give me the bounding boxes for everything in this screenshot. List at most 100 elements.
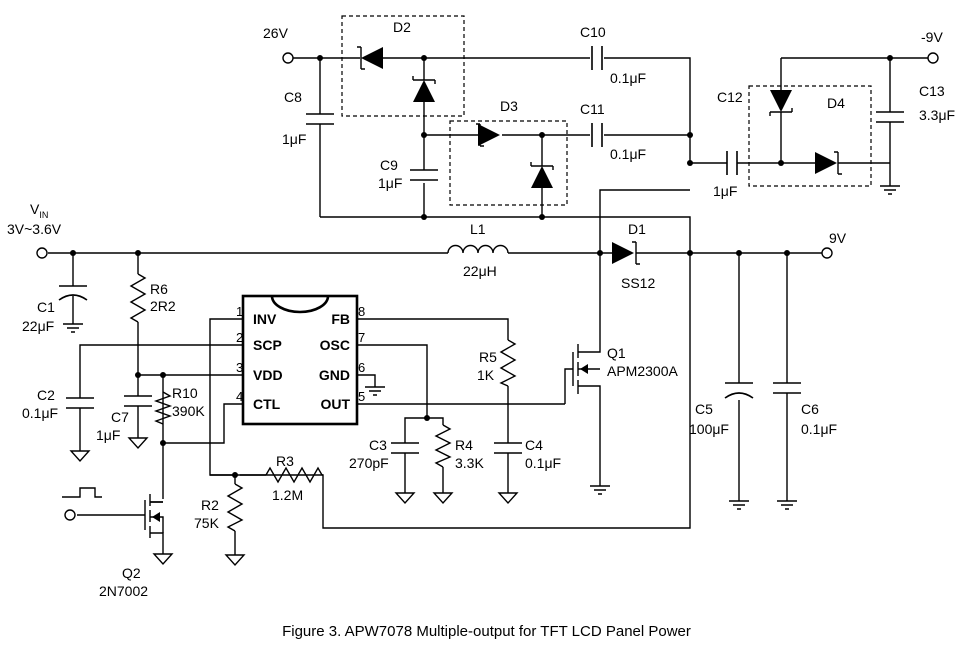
vin-subscript-text: IN bbox=[39, 210, 48, 220]
ic-pin-name: FB bbox=[331, 311, 350, 327]
ic-pin-name: INV bbox=[253, 311, 277, 327]
c1-symbol bbox=[58, 285, 88, 301]
c3-ground bbox=[395, 486, 415, 504]
c12-label: C12 bbox=[717, 89, 743, 105]
c10-label: C10 bbox=[580, 24, 606, 40]
r4-label: R4 bbox=[455, 437, 473, 453]
q1-value: APM2300A bbox=[607, 363, 678, 379]
c8-symbol bbox=[306, 113, 334, 125]
q2-ground bbox=[153, 547, 173, 565]
r5-value: 1K bbox=[477, 367, 495, 383]
c10-value: 0.1μF bbox=[610, 70, 646, 86]
c5-label: C5 bbox=[695, 401, 713, 417]
c6-symbol bbox=[773, 382, 801, 394]
c9-label: C9 bbox=[380, 157, 398, 173]
c10-symbol bbox=[591, 46, 603, 70]
d4-diode-v bbox=[769, 90, 793, 116]
d2-label: D2 bbox=[393, 19, 411, 35]
d3-diode-h bbox=[476, 123, 500, 147]
d3-diode-v bbox=[530, 162, 554, 188]
r6-symbol bbox=[129, 273, 147, 323]
c5-value: 100μF bbox=[689, 421, 729, 437]
r10-symbol bbox=[153, 391, 173, 425]
c8-value: 1μF bbox=[282, 131, 306, 147]
ic-pin-number: 8 bbox=[358, 304, 365, 319]
port-9v-label: 9V bbox=[829, 230, 847, 246]
c4-ground bbox=[498, 486, 518, 504]
c5-symbol bbox=[724, 382, 754, 399]
c3-label: C3 bbox=[369, 437, 387, 453]
ic-pin-number: 2 bbox=[236, 330, 243, 345]
c11-symbol bbox=[591, 123, 603, 147]
ic-pin-number: 7 bbox=[358, 330, 365, 345]
terminals bbox=[36, 52, 939, 521]
c13-value: 3.3μF bbox=[919, 107, 955, 123]
r2-value: 75K bbox=[194, 515, 220, 531]
q2-value: 2N7002 bbox=[99, 583, 148, 599]
r4-symbol bbox=[434, 424, 452, 468]
l1-label: L1 bbox=[470, 221, 486, 237]
d4-package-outline bbox=[748, 85, 872, 187]
c7-label: C7 bbox=[111, 409, 129, 425]
ic-pin-number: 4 bbox=[236, 389, 243, 404]
c6-value: 0.1μF bbox=[801, 421, 837, 437]
c4-symbol bbox=[494, 442, 522, 454]
d1-diode bbox=[612, 241, 640, 265]
d4-label: D4 bbox=[827, 95, 845, 111]
ic-pin-name: GND bbox=[319, 367, 350, 383]
c12-symbol bbox=[726, 151, 738, 175]
q1-ground bbox=[589, 479, 611, 495]
c4-label: C4 bbox=[525, 437, 543, 453]
r10-value: 390K bbox=[172, 403, 205, 419]
port-vin-range-label: 3V~3.6V bbox=[7, 221, 62, 237]
q1-mosfet bbox=[572, 344, 600, 394]
junctions bbox=[70, 55, 893, 478]
d4-diode-h bbox=[815, 151, 842, 175]
ic-pin-name: SCP bbox=[253, 337, 282, 353]
vin-main-text: V bbox=[30, 201, 40, 217]
q1-label: Q1 bbox=[607, 345, 626, 361]
r2-symbol bbox=[226, 483, 244, 532]
d2-diode-v bbox=[412, 76, 436, 102]
ic-pin-number: 3 bbox=[236, 360, 243, 375]
d2-diode-h bbox=[357, 46, 383, 70]
c1-value: 22μF bbox=[22, 318, 54, 334]
schematic: INV SCP VDD CTL FB OSC GND OUT 1 2 3 4 8… bbox=[7, 15, 955, 599]
ic-pin-name: OSC bbox=[320, 337, 350, 353]
r2-label: R2 bbox=[201, 497, 219, 513]
c9-value: 1μF bbox=[378, 175, 402, 191]
c13-symbol bbox=[876, 111, 904, 123]
r6-label: R6 bbox=[150, 281, 168, 297]
c2-symbol bbox=[66, 397, 94, 409]
r4-value: 3.3K bbox=[455, 455, 484, 471]
c4-value: 0.1μF bbox=[525, 455, 561, 471]
r10-label: R10 bbox=[172, 385, 198, 401]
d3-label: D3 bbox=[500, 98, 518, 114]
r2-ground bbox=[225, 548, 245, 566]
figure-caption: Figure 3. APW7078 Multiple-output for TF… bbox=[282, 623, 691, 640]
c6-ground bbox=[776, 494, 798, 510]
c11-label: C11 bbox=[580, 101, 605, 117]
ic-pin-number: 6 bbox=[358, 360, 365, 375]
diode-packages bbox=[341, 15, 872, 206]
c7-ground bbox=[128, 431, 148, 449]
l1-inductor bbox=[447, 244, 509, 254]
port-vin-label: VIN bbox=[30, 201, 48, 220]
c12-value: 1μF bbox=[713, 183, 737, 199]
port-26v-label: 26V bbox=[263, 25, 289, 41]
ic-pin-name: OUT bbox=[320, 396, 350, 412]
c13-ground bbox=[879, 179, 901, 195]
c11-value: 0.1μF bbox=[610, 146, 646, 162]
c5-ground bbox=[728, 494, 750, 510]
c9-symbol bbox=[410, 169, 438, 181]
c13-label: C13 bbox=[919, 83, 945, 99]
l1-value: 22μH bbox=[463, 263, 497, 279]
c7-value: 1μF bbox=[96, 427, 120, 443]
c3-value: 270pF bbox=[349, 455, 389, 471]
c6-label: C6 bbox=[801, 401, 819, 417]
ic-pin-number: 5 bbox=[358, 389, 365, 404]
labels: 26V -9V VIN 3V~3.6V 9V D2 D3 D4 D1 SS12 … bbox=[7, 19, 955, 599]
q2-mosfet bbox=[127, 494, 164, 538]
r3-label: R3 bbox=[276, 453, 294, 469]
wires bbox=[48, 57, 928, 549]
